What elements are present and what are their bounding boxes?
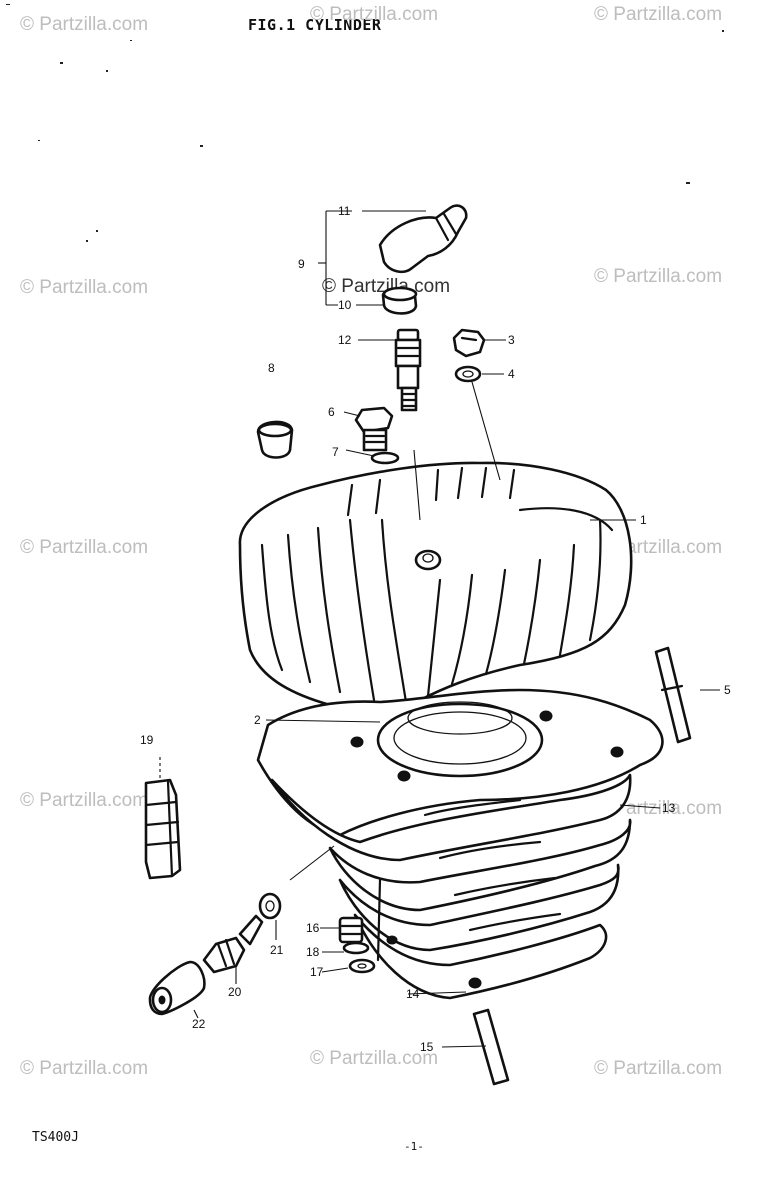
callout-6: 6 bbox=[328, 405, 335, 419]
nut-and-washer bbox=[452, 328, 486, 383]
port-fitting bbox=[338, 916, 376, 974]
callout-3: 3 bbox=[508, 333, 515, 347]
cylinder-body bbox=[256, 688, 664, 1000]
callout-18: 18 bbox=[306, 945, 320, 959]
callout-20: 20 bbox=[228, 985, 242, 999]
callout-13: 13 bbox=[662, 801, 676, 815]
callout-22: 22 bbox=[192, 1017, 206, 1031]
callout-21: 21 bbox=[270, 943, 284, 957]
spark-plug bbox=[394, 328, 422, 412]
callout-12: 12 bbox=[338, 333, 352, 347]
rubber-cap bbox=[256, 420, 294, 459]
callout-10: 10 bbox=[338, 298, 352, 312]
cylinder-head bbox=[238, 461, 633, 711]
callout-11: 11 bbox=[338, 204, 351, 218]
callout-2: 2 bbox=[254, 713, 261, 727]
page-number: -1- bbox=[404, 1140, 424, 1153]
stud-bolt-upper bbox=[654, 646, 692, 744]
model-code: TS400J bbox=[32, 1130, 79, 1145]
callout-5: 5 bbox=[724, 683, 731, 697]
figure-title: FIG.1 CYLINDER bbox=[248, 16, 382, 34]
callout-14: 14 bbox=[406, 987, 420, 1001]
callout-9: 9 bbox=[298, 257, 305, 271]
callout-7: 7 bbox=[332, 445, 339, 459]
temperature-sensor bbox=[148, 892, 282, 1016]
callout-8: 8 bbox=[268, 361, 275, 375]
callout-15: 15 bbox=[420, 1040, 434, 1054]
callout-17: 17 bbox=[310, 965, 324, 979]
callout-16: 16 bbox=[306, 921, 320, 935]
callout-19: 19 bbox=[140, 733, 154, 747]
decomp-bolt bbox=[354, 406, 400, 465]
insulator-block bbox=[144, 778, 182, 880]
callout-labels: 1 2 3 4 5 6 7 8 9 10 11 12 13 14 15 16 1… bbox=[140, 204, 731, 1054]
callout-1: 1 bbox=[640, 513, 647, 527]
spark-plug-cap bbox=[378, 204, 468, 315]
stud-bolt-lower bbox=[472, 1008, 510, 1086]
scan-specks bbox=[6, 4, 724, 242]
callout-4: 4 bbox=[508, 367, 515, 381]
leader-lines bbox=[159, 210, 720, 1048]
